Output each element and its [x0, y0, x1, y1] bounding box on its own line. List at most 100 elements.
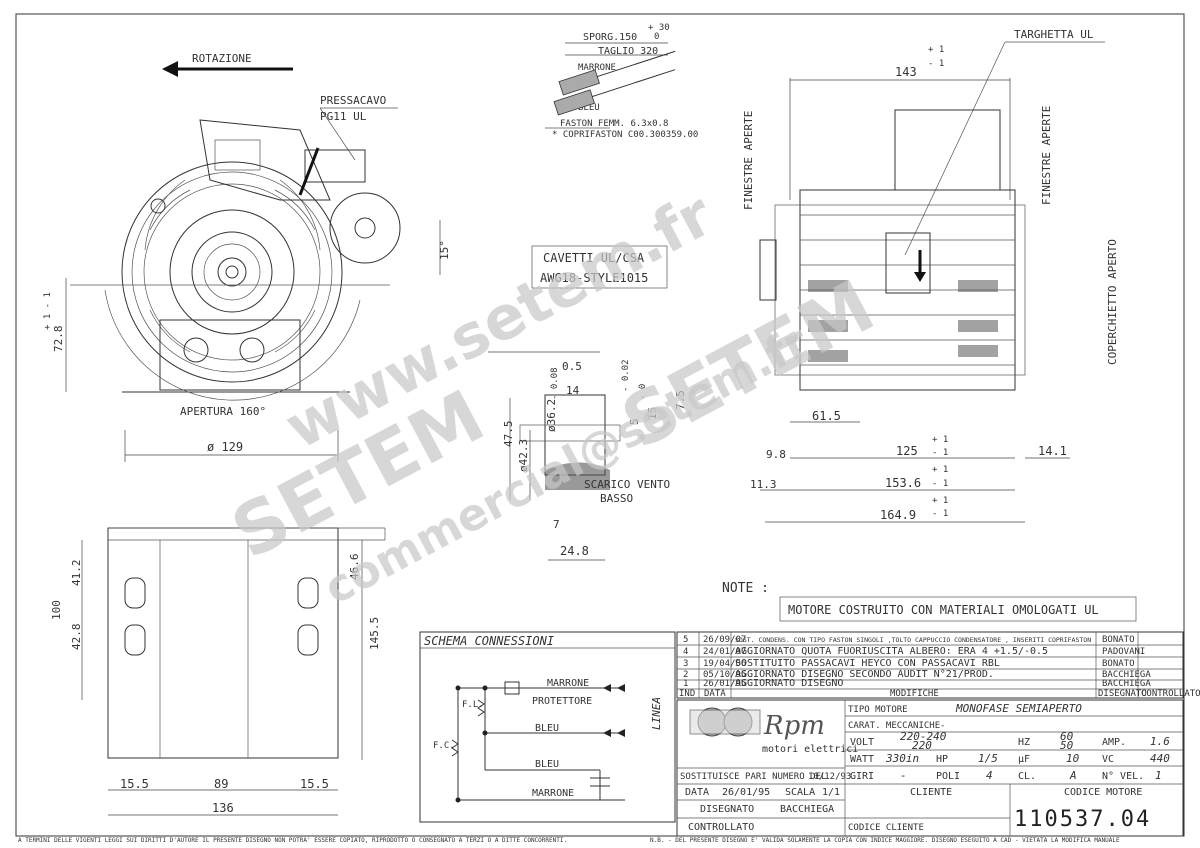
dim-136: 136: [212, 801, 234, 815]
wire-sporg: SPORG.150: [583, 32, 637, 43]
dim-7: 7: [553, 518, 560, 531]
note: NOTE : MOTORE COSTRUITO CON MATERIALI OM…: [722, 581, 1137, 622]
rev-hdr-data: DATA: [704, 689, 726, 699]
vc-label: VC: [1102, 754, 1114, 765]
dim-15-5-right: 15.5: [300, 777, 329, 791]
wire-coprifaston: * COPRIFASTON C00.300359.00: [552, 130, 698, 140]
dim-143: 143: [895, 65, 917, 79]
data-value: 26/01/95: [722, 787, 770, 798]
dim-15: 15: [646, 407, 659, 420]
dim-72-8-tol: + 1 - 1: [43, 292, 53, 330]
rev-index: 1: [683, 679, 688, 689]
drain-label: SCARICO VENTO: [584, 478, 670, 491]
cliente-label: CLIENTE: [910, 787, 952, 798]
poli-label: POLI: [936, 771, 960, 782]
note-label: NOTE :: [722, 581, 769, 596]
cables-spec: AWG18-STYLE1015: [540, 271, 648, 285]
tipo-value: MONOFASE SEMIAPERTO: [955, 702, 1082, 715]
footer-right: N.B. - DEL PRESENTE DISEGNO E' VALIDA SO…: [650, 837, 1120, 844]
wire-detail: SPORG.150 + 30 0 TAGLIO 320 MARRONE BLEU…: [545, 23, 698, 140]
data-label: DATA: [685, 787, 709, 798]
hz-value-2: 50: [1060, 739, 1074, 752]
cables-box: CAVETTI UL/CSA AWG18-STYLE1015: [531, 245, 668, 289]
footer-left: A TERMINI DELLE VIGENTI LEGGI SUI DIRITT…: [18, 837, 567, 844]
schema-protettore: PROTETTORE: [532, 696, 592, 707]
dim-14: 14: [566, 384, 580, 397]
motor-code: 110537.04: [1014, 807, 1151, 832]
dim-153-6-tol-plus: + 1: [932, 465, 948, 475]
open-windows-right: FINESTRE APERTE: [1040, 106, 1053, 205]
dim-7-5: 7.5: [674, 390, 687, 410]
cable-gland-type: PG11 UL: [320, 110, 367, 123]
open-windows-left: FINESTRE APERTE: [742, 111, 755, 210]
rev-author: BONATO: [1102, 659, 1135, 669]
dim-9-8: 9.8: [766, 448, 786, 461]
wire-tol-top: + 30: [648, 23, 670, 33]
dim-61-5: 61.5: [812, 409, 841, 423]
rev-description: AGGIORNATO DISEGNO: [735, 678, 843, 689]
dim-47-5: 47.5: [502, 421, 515, 448]
volt-value-2: 220: [912, 739, 932, 752]
schema-linea: LINEA: [650, 697, 663, 730]
logo-text: Rpm: [763, 711, 825, 741]
dim-143-tol-minus: - 1: [928, 59, 944, 69]
carat-value: -: [940, 721, 945, 731]
wire-tol-bottom: 0: [654, 32, 659, 42]
schema-title: SCHEMA CONNESSIONI: [424, 634, 554, 648]
watt-value: 330in: [885, 752, 919, 765]
dim-125-tol-minus: - 1: [932, 448, 948, 458]
dim-41-2: 41.2: [70, 560, 83, 587]
rev-author: PADOVANI: [1102, 647, 1145, 657]
dis-label: DISEGNATO: [700, 804, 754, 815]
rev-hdr-ind: IND: [679, 689, 695, 699]
dim-15deg: 15°: [438, 240, 451, 260]
dim-143-tol-plus: + 1: [928, 45, 944, 55]
rev-date: 26/09/07: [703, 635, 746, 645]
rotation-label: ROTAZIONE: [192, 52, 252, 65]
cl-value: A: [1069, 769, 1077, 782]
dim-14-1: 14.1: [1038, 444, 1067, 458]
schema-marrone-low: MARRONE: [532, 788, 574, 799]
cables-title: CAVETTI UL/CSA: [543, 251, 645, 265]
rev-hdr-ctrl: CONTROLLATO: [1141, 689, 1200, 699]
rev-author: BACCHIEGA: [1102, 670, 1151, 680]
side-view: TARGHETTA UL 143 + 1 - 1: [742, 28, 1119, 523]
rev-date: 26/01/95: [703, 679, 746, 689]
schema-marrone-top: MARRONE: [547, 678, 589, 689]
dis-value: BACCHIEGA: [780, 804, 834, 815]
dim-42-3: ø42.3: [517, 439, 530, 472]
dim-153-6: 153.6: [885, 476, 921, 490]
dim-164-9-tol-plus: + 1: [932, 496, 948, 506]
rev-date: 24/01/07: [703, 647, 746, 657]
wire-faston: FASTON FEMM. 6.3x0.8: [560, 119, 668, 129]
dim-tol-0: - 0: [638, 384, 648, 400]
carat-label: CARAT. MECCANICHE: [848, 721, 940, 731]
poli-value: 4: [986, 769, 993, 782]
dim-46-6: 46.6: [348, 554, 361, 581]
dim-125: 125: [896, 444, 918, 458]
bottom-view: 41.2 100 42.8 46.6 145.5 15.5 89 15.5 13…: [50, 527, 386, 816]
open-cover: COPERCHIETTO APERTO: [1106, 239, 1119, 365]
rev-hdr-mod: MODIFICHE: [890, 689, 939, 699]
dim-164-9: 164.9: [880, 508, 916, 522]
connection-schema: SCHEMA CONNESSIONI MARRONE PROTETTORE BL…: [419, 631, 676, 823]
dim-tol-0-02: - 0.02: [621, 359, 631, 392]
rev-index: 5: [683, 635, 688, 645]
rev-hdr-dis: DISEGNATO: [1098, 689, 1147, 699]
cl-label: CL.: [1018, 771, 1036, 782]
hz-label: HZ: [1018, 737, 1030, 748]
amp-label: AMP.: [1102, 737, 1126, 748]
dim-5: 5: [628, 418, 641, 425]
dim-89: 89: [214, 777, 228, 791]
dim-24-8: 24.8: [560, 544, 589, 558]
rev-index: 2: [683, 670, 688, 680]
ul-plate-label: TARGHETTA UL: [1014, 28, 1094, 41]
rev-description: SOST. CONDENS. CON TIPO FASTON SINGOLI ,…: [735, 636, 1091, 644]
codcli-label: CODICE CLIENTE: [848, 823, 924, 833]
uf-label: µF: [1018, 754, 1030, 765]
rev-author: BONATO: [1102, 635, 1135, 645]
dim-153-6-tol-minus: - 1: [932, 479, 948, 489]
rev-index: 4: [683, 647, 688, 657]
amp-value: 1.6: [1150, 735, 1170, 748]
dim-129: ø 129: [207, 440, 243, 454]
